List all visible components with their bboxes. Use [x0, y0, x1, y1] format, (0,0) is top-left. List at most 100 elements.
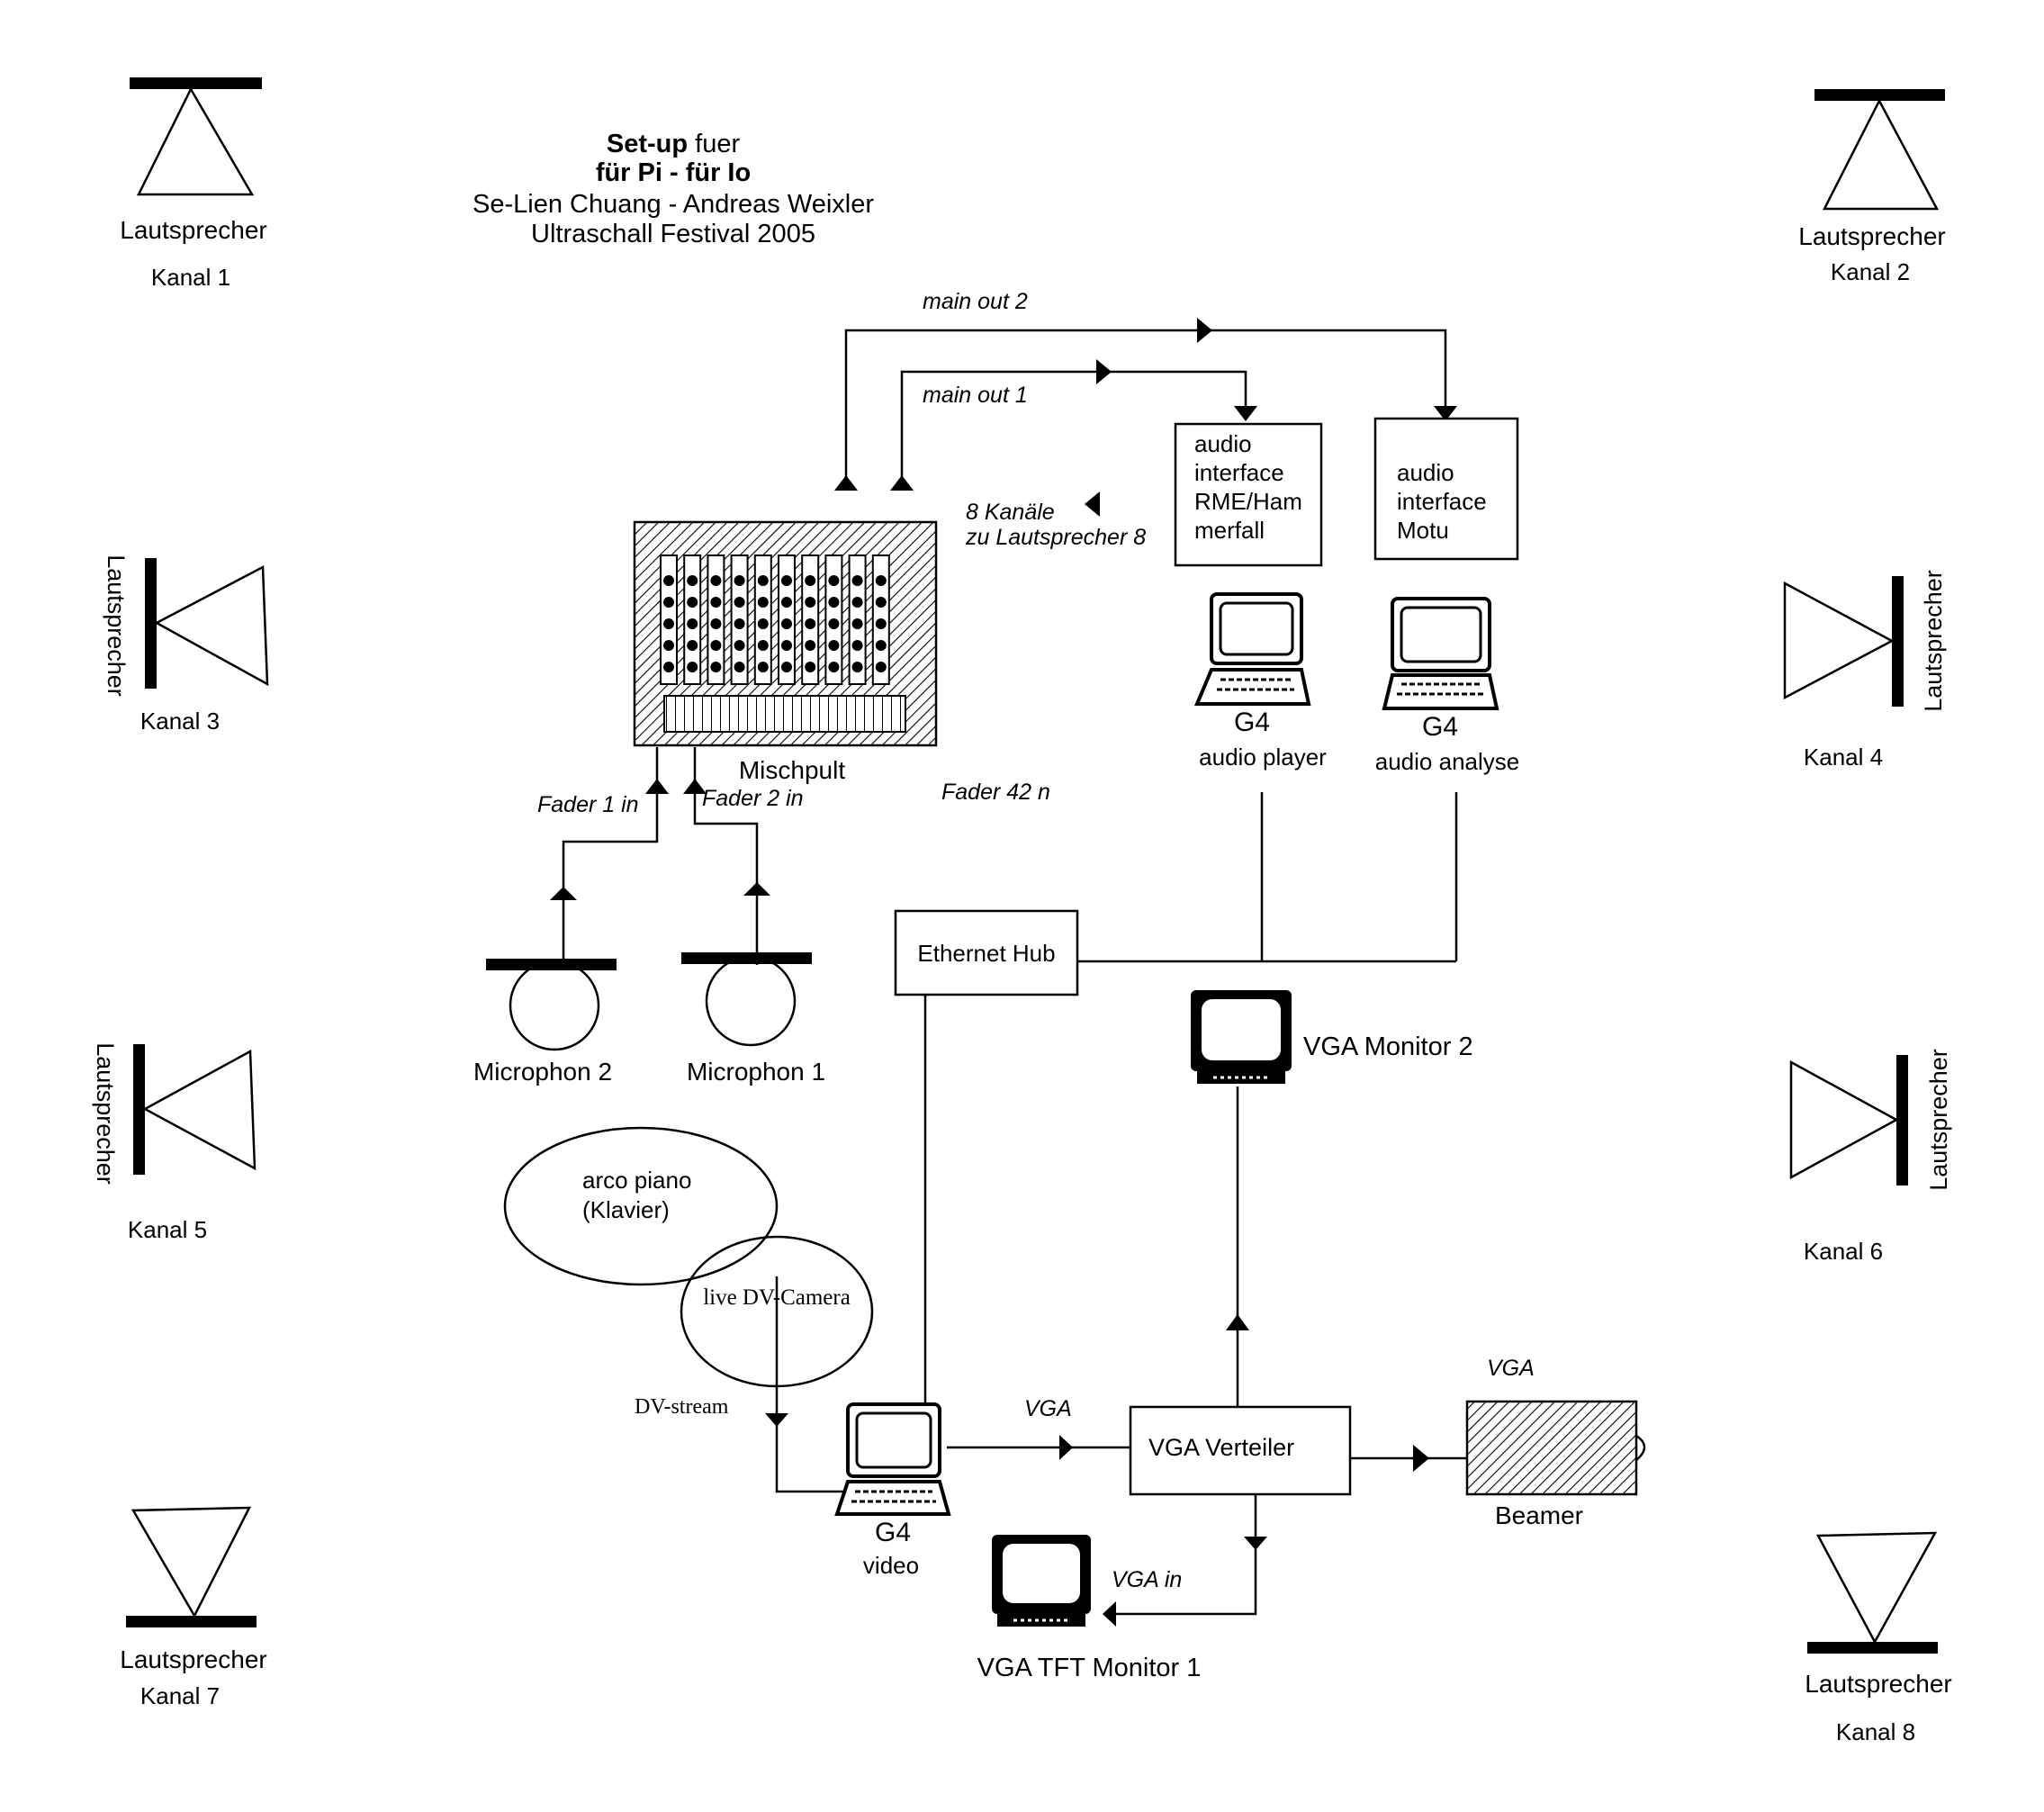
mixer-knob: [805, 662, 816, 672]
mixer-knob: [757, 597, 769, 608]
mixer-knob: [734, 618, 745, 629]
mixer-knob: [757, 575, 769, 586]
piano-line-1: arco piano: [582, 1167, 691, 1194]
ethernet-hub: Ethernet Hub: [894, 909, 1079, 996]
g4-analyse-label: G4: [1422, 712, 1458, 742]
arrow-vga-monitor-2: [1226, 1314, 1249, 1330]
mixer-knob: [710, 575, 722, 586]
monitor-icon: [1191, 990, 1292, 1084]
mixer-knob: [828, 575, 840, 586]
motu-line-2: interface: [1397, 488, 1487, 515]
mixer-knob: [828, 597, 840, 608]
speaker-channel: Kanal 2: [1831, 258, 1910, 285]
computer-audio-player: G4 audio player: [1193, 592, 1327, 771]
mixer-knob: [663, 597, 674, 608]
title-line-2: für Pi - für Io: [596, 158, 751, 187]
arrow-main-out-1-right: [1096, 359, 1112, 384]
arrow-into-rme: [1234, 406, 1257, 421]
laptop-icon: [1193, 592, 1311, 706]
mixer-knob: [710, 640, 722, 651]
vga-splitter: VGA Verteiler: [1129, 1405, 1352, 1496]
arrow-mic-2: [550, 887, 577, 900]
vga-monitor-1-label: VGA TFT Monitor 1: [977, 1654, 1202, 1682]
beamer-label: Beamer: [1495, 1501, 1583, 1529]
mixer-knob: [663, 640, 674, 651]
label-fader-2: Fader 2 in: [702, 786, 804, 811]
mic-1-label: Microphon 1: [687, 1058, 825, 1086]
speaker-channel: Kanal 3: [140, 708, 220, 735]
label-main-out-1: main out 1: [923, 383, 1028, 408]
label-vga-in: VGA in: [1112, 1567, 1182, 1592]
arrow-main-out-1: [890, 475, 914, 491]
mixer-knob: [663, 575, 674, 586]
computer-video: G4 video: [834, 1402, 951, 1579]
arco-piano: arco piano (Klavier): [503, 1126, 779, 1286]
mixer-knob: [710, 597, 722, 608]
arrow-splitter-down: [1244, 1537, 1267, 1550]
audio-interface-motu: audio interface Motu: [1373, 417, 1519, 561]
mixer-knob: [828, 640, 840, 651]
label-main-out-2: main out 2: [923, 289, 1028, 314]
arrow-8-channels: [1085, 491, 1100, 517]
piano-line-2: (Klavier): [582, 1196, 670, 1223]
mixer-knob: [851, 618, 863, 629]
speaker-kanal-2: Lautsprecher Kanal 2: [1798, 89, 1946, 285]
title-line-1: Set-up fuer: [607, 130, 741, 158]
mixer-knob: [851, 597, 863, 608]
speaker-channel: Kanal 8: [1836, 1718, 1915, 1745]
label-vga: VGA: [1024, 1396, 1072, 1421]
label-fader-42: Fader 42 n: [941, 780, 1050, 805]
mixer-knob: [663, 662, 674, 672]
mixer-knob: [757, 618, 769, 629]
mixer-knob: [734, 662, 745, 672]
arrow-main-out-2-right: [1197, 318, 1212, 343]
arrow-mic-1: [743, 882, 770, 896]
mixer-knob: [757, 662, 769, 672]
mic-2-label: Microphon 2: [473, 1058, 612, 1086]
mixer-knob: [663, 618, 674, 629]
g4-player-role: audio player: [1199, 744, 1327, 771]
microphone-2: Microphon 2: [473, 959, 617, 1086]
title-block: Set-up fuer für Pi - für Io Se-Lien Chua…: [473, 130, 874, 248]
ethernet-hub-label: Ethernet Hub: [917, 940, 1055, 967]
mixer-knob: [875, 597, 887, 608]
live-dv-camera: live DV-Camera: [680, 1235, 874, 1388]
mixer-knob: [828, 662, 840, 672]
g4-video-label: G4: [875, 1518, 911, 1547]
speaker-label: Lautsprecher: [92, 1042, 119, 1185]
rme-line-3: RME/Ham: [1194, 488, 1302, 515]
g4-video-role: video: [863, 1552, 919, 1579]
laptop-icon: [1382, 597, 1499, 710]
vga-splitter-label: VGA Verteiler: [1148, 1434, 1294, 1461]
mixer-knob: [710, 618, 722, 629]
mixer-knob: [828, 618, 840, 629]
speaker-channel: Kanal 4: [1804, 744, 1883, 771]
speaker-kanal-6: Lautsprecher Kanal 6: [1789, 1049, 1952, 1265]
microphone-1: Microphon 1: [681, 952, 825, 1086]
beamer-body: [1465, 1400, 1638, 1496]
label-8-channels-line2: zu Lautsprecher 8: [965, 525, 1146, 550]
mixer-knob: [781, 662, 792, 672]
mixer-knob: [687, 640, 698, 651]
speaker-kanal-5: Lautsprecher Kanal 5: [92, 1042, 257, 1243]
arrow-fader-2: [683, 779, 707, 794]
rme-line-4: merfall: [1194, 517, 1265, 544]
mixer-knob: [805, 618, 816, 629]
motu-line-1: audio: [1397, 459, 1454, 486]
mixer-channel-strips: [660, 554, 890, 685]
mixer-knob: [710, 662, 722, 672]
speaker-channel: Kanal 7: [140, 1682, 220, 1709]
speaker-label: Lautsprecher: [120, 216, 266, 244]
mixer-knob: [687, 575, 698, 586]
mixer-knob: [781, 640, 792, 651]
arrow-into-motu: [1434, 406, 1457, 421]
arrow-vga-in: [1103, 1601, 1116, 1627]
mixer-knob: [875, 575, 887, 586]
speaker-kanal-4: Lautsprecher Kanal 4: [1783, 570, 1947, 771]
mixer-knob: [687, 618, 698, 629]
mixer-knob: [805, 597, 816, 608]
microphone-icon: [486, 959, 617, 970]
title-line-4: Ultraschall Festival 2005: [531, 220, 815, 248]
speaker-kanal-3: Lautsprecher Kanal 3: [103, 554, 269, 735]
speaker-label: Lautsprecher: [1805, 1670, 1951, 1698]
